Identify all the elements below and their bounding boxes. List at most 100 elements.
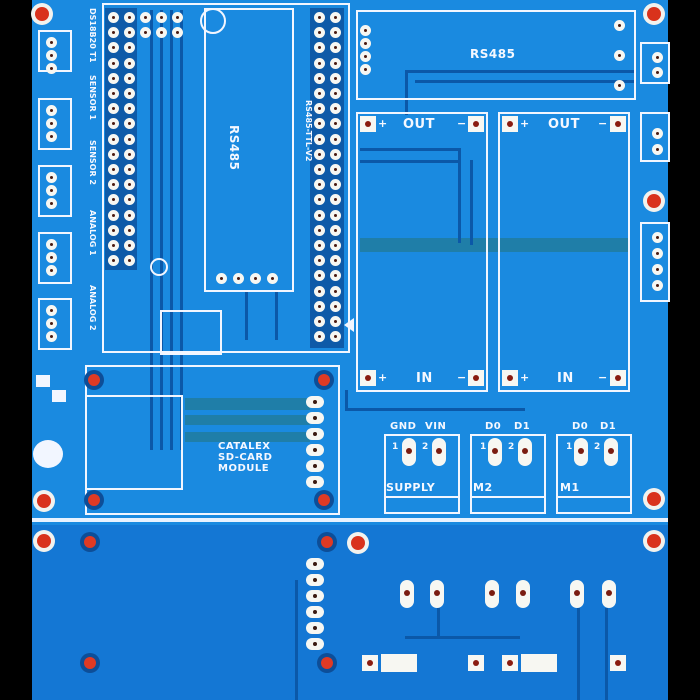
trace [405,70,408,115]
mounting-hole [643,488,665,510]
header-pin [156,12,167,23]
connector-label: ANALOG 2 [88,285,97,331]
header-pin [108,224,119,236]
pad [306,574,324,586]
header-pin [314,27,325,39]
connector-outline [640,222,670,302]
pad [46,50,57,61]
header-pin [314,57,325,69]
plus-sign: + [520,371,530,384]
connector-outline [640,42,670,84]
pad [306,444,324,456]
trace [415,80,635,83]
d0-label: D0 [485,421,502,432]
pin-number: 2 [422,442,429,452]
header-pin [314,194,325,206]
header-pin [172,27,183,39]
rs485-label: RS485 [470,47,516,61]
header-pin [124,57,135,69]
trace [345,408,525,411]
header-pin [124,118,135,130]
header-pin [330,194,341,206]
pad [306,460,324,472]
minus-sign: − [457,371,467,384]
supply-label: SUPPLY [386,481,436,494]
trace [150,10,153,450]
terminal-base [384,496,460,514]
pad [46,265,57,276]
pad [430,580,444,608]
pin1-marker-icon [344,318,354,332]
header-pin [108,209,119,221]
sd-slot-outline [85,395,183,490]
pin-number: 1 [480,442,487,452]
pad [614,80,625,91]
pad-out-plus [502,116,518,132]
component-outline [160,310,222,355]
header-pin [108,103,119,115]
pad [652,232,663,243]
header-pin [108,133,119,145]
pad-out-minus [468,116,484,132]
panel-divider [32,518,668,522]
mounting-hole [643,530,665,552]
pad [267,273,278,284]
trace [170,10,173,450]
logo-badge [33,440,63,468]
pad-in-minus [468,370,484,386]
header-pin [124,12,135,23]
header-pin [108,179,119,191]
header-pin [108,118,119,130]
smd-pad [468,655,484,671]
header-pin [330,27,341,39]
connector-label: SENSOR 2 [88,140,97,185]
pad [488,438,502,466]
pin-number: 1 [392,442,399,452]
pad [306,638,324,650]
pad [46,318,57,329]
plus-sign: + [378,371,388,384]
header-pin [314,72,325,84]
mounting-hole [33,530,55,552]
pad [518,438,532,466]
plus-sign: + [520,117,530,130]
connector-outline [38,98,72,150]
header-pin [314,103,325,115]
header-pin [314,255,325,267]
pad [306,428,324,440]
mounting-via [314,490,334,510]
header-pin [330,285,341,297]
smd-pad [362,655,378,671]
header-pin [108,148,119,160]
smd-transistor [381,654,417,672]
pin-number: 2 [594,442,601,452]
pad-in-plus [360,370,376,386]
header-pin [140,27,151,39]
in-label: IN [557,371,574,386]
pad [46,63,57,74]
trace [245,290,248,340]
pad [46,37,57,48]
pad [360,25,371,36]
minus-sign: − [598,117,608,130]
pad [306,558,324,570]
header-pin [314,300,325,312]
header-label: RS485-TTL-V2 [304,100,313,162]
header-pin [330,42,341,54]
header-pin [124,224,135,236]
header-pin [314,12,325,23]
pad [652,128,663,139]
trace [160,10,163,450]
header-pin [156,27,167,39]
header-pin [108,240,119,251]
mounting-via [80,653,100,673]
header-pin [314,224,325,236]
pad [46,105,57,116]
header-pin [108,194,119,206]
header-pin [330,88,341,99]
terminal-base [470,496,546,514]
connector-outline [38,165,72,217]
header-pin [124,209,135,221]
dcdc-converter-right [498,112,630,392]
